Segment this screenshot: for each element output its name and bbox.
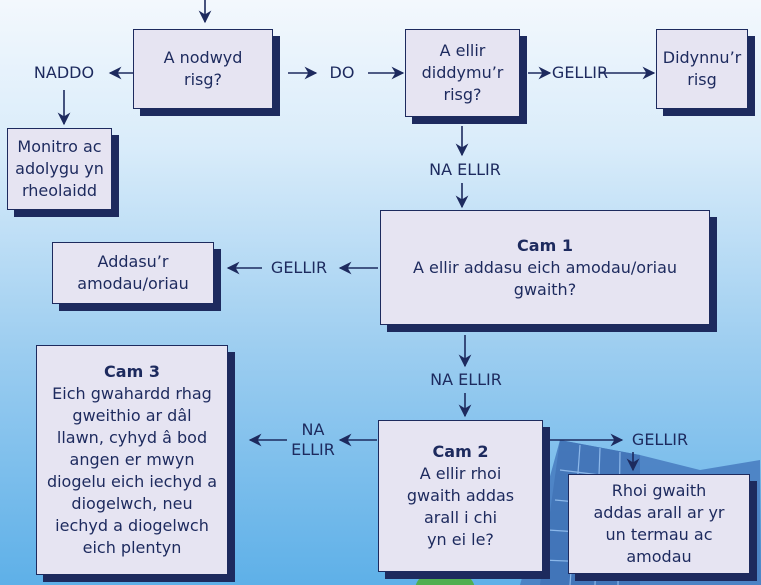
step2-line-2: gwaith addas bbox=[406, 486, 515, 505]
step3-title: Cam 3 bbox=[104, 362, 160, 381]
step1-box: Cam 1 A ellir addasu eich amodau/oriau g… bbox=[380, 210, 710, 325]
step3-line-2: gweithio ar dâl bbox=[72, 406, 192, 425]
step3-line-4: angen er mwyn bbox=[69, 450, 195, 469]
label-can-adjust: GELLIR bbox=[270, 258, 328, 277]
label-can-alternative: GELLIR bbox=[631, 430, 689, 449]
step2-box: Cam 2 A ellir rhoi gwaith addas arall i … bbox=[378, 420, 543, 572]
label-can-remove: GELLIR bbox=[551, 63, 609, 82]
remove-risk-line-2: diddymu’r bbox=[421, 63, 504, 82]
monitor-line-2: adolygu yn bbox=[15, 159, 104, 178]
adjust-line-1: Addasu’r bbox=[97, 252, 169, 271]
risk-identified-text: A nodwyd risg? bbox=[163, 48, 243, 89]
step3-line-6: diogelwch, neu bbox=[71, 494, 193, 513]
step1-line-2: gwaith? bbox=[513, 279, 577, 299]
remove-risk-action-box: Didynnu’r risg bbox=[656, 29, 748, 109]
alternative-line-3: un termau ac bbox=[605, 525, 713, 544]
alternative-line-4: amodau bbox=[626, 547, 692, 566]
alternative-line-1: Rhoi gwaith bbox=[611, 481, 707, 500]
label-cannot-remove: NA ELLIR bbox=[429, 160, 501, 179]
step1-title: Cam 1 bbox=[517, 235, 573, 255]
alternative-line-2: addas arall ar yr bbox=[593, 503, 725, 522]
step3-line-3: llawn, cyhyd â bod bbox=[56, 428, 208, 447]
monitor-box: Monitro ac adolygu yn rheolaidd bbox=[7, 128, 112, 210]
remove-risk-action-line-1: Didynnu’r bbox=[662, 48, 742, 67]
remove-risk-line-1: A ellir bbox=[439, 41, 486, 60]
label-no: NADDO bbox=[33, 63, 95, 82]
risk-identified-box: A nodwyd risg? bbox=[133, 29, 273, 109]
monitor-line-3: rheolaidd bbox=[21, 181, 98, 200]
remove-risk-line-3: risg? bbox=[443, 85, 482, 104]
step3-box: Cam 3 Eich gwahardd rhag gweithio ar dâl… bbox=[36, 345, 228, 575]
step2-line-3: arall i chi bbox=[423, 508, 498, 527]
step3-line-1: Eich gwahardd rhag bbox=[52, 384, 212, 403]
adjust-box: Addasu’r amodau/oriau bbox=[52, 242, 214, 304]
monitor-line-1: Monitro ac bbox=[17, 137, 102, 156]
adjust-line-2: amodau/oriau bbox=[77, 274, 189, 293]
step1-line-1: A ellir addasu eich amodau/oriau bbox=[412, 257, 678, 277]
remove-risk-action-line-2: risg bbox=[687, 70, 717, 89]
label-cannot-adjust: NA ELLIR bbox=[430, 370, 502, 389]
step2-title: Cam 2 bbox=[432, 442, 489, 461]
step3-line-8: eich plentyn bbox=[82, 538, 182, 557]
step3-line-5: diogelu eich iechyd a bbox=[46, 472, 218, 491]
label-cannot-alternative-line1: NA bbox=[301, 420, 325, 439]
step3-line-7: iechyd a diogelwch bbox=[55, 516, 209, 535]
step2-line-1: A ellir rhoi bbox=[419, 464, 502, 483]
step2-line-4: yn ei le? bbox=[427, 530, 494, 549]
label-yes: DO bbox=[329, 63, 355, 82]
label-cannot-alternative-line2: ELLIR bbox=[291, 440, 335, 459]
alternative-work-box: Rhoi gwaith addas arall ar yr un termau … bbox=[568, 474, 750, 574]
remove-risk-box: A ellir diddymu’r risg? bbox=[405, 29, 520, 117]
